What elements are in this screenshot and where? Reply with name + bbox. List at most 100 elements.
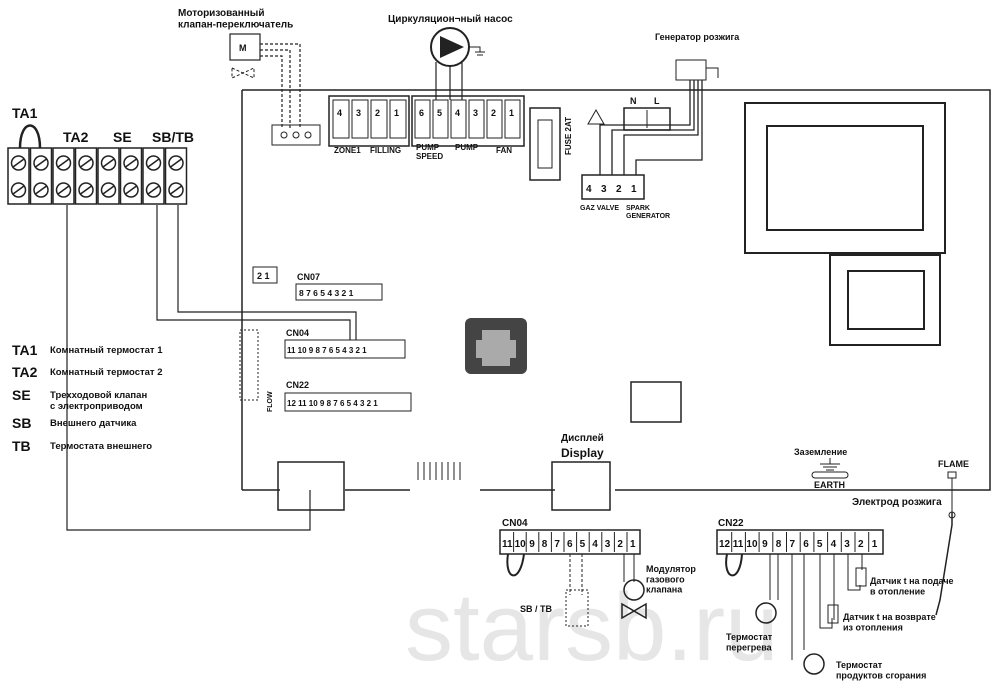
terminal-cell (119, 147, 143, 205)
gaz-valve-connector (581, 174, 645, 200)
top-pin-b-num: 2 (491, 108, 496, 118)
display-window-small (829, 254, 941, 346)
terminal-cell (142, 147, 165, 205)
top-pin-a-num: 3 (356, 108, 361, 118)
bottom-pin: 4 (592, 539, 598, 550)
legend-code: TA2 (12, 364, 38, 380)
flue-thermostat-icon (803, 653, 825, 675)
relay-square (630, 381, 682, 423)
bottom-pin: 8 (542, 539, 548, 550)
sbtb-label: SB/TB (152, 129, 194, 145)
top-pin-b-num: 5 (437, 108, 442, 118)
top-pin-b (486, 99, 503, 139)
bottom-pin: 10 (515, 539, 527, 550)
top-pin-a-num: 2 (375, 108, 380, 118)
bottom-pin: 4 (831, 539, 837, 550)
top-pin-a (389, 99, 407, 139)
terminal-screw-icon (55, 155, 72, 171)
sbtb-bottom-label: SB / TB (520, 604, 553, 614)
terminal-cell (164, 147, 188, 205)
gv-pin: 3 (601, 184, 607, 195)
terminal-screw-icon (33, 182, 49, 198)
top-pin-b (432, 99, 449, 139)
fuse-holder (529, 107, 561, 181)
gv-pin: 4 (586, 184, 592, 195)
zone1-label: ZONE1 (334, 146, 361, 155)
terminal-cell (74, 147, 98, 205)
bottom-pin: 5 (580, 539, 586, 550)
spark-gen-icon (675, 59, 707, 81)
terminal-screw-icon (123, 182, 139, 198)
terminal-screw-icon (78, 182, 94, 198)
bottom-pin: 7 (554, 539, 560, 550)
terminal-screw-icon (123, 155, 139, 171)
legend-desc: Комнатный термостат 1 (50, 345, 163, 356)
terminal-screw-icon (33, 155, 49, 171)
bottom-pin: 2 (858, 539, 864, 550)
fan-label: FAN (496, 146, 512, 155)
top-pin-a (351, 99, 369, 139)
bottom-pin: 3 (844, 539, 850, 550)
bottom-pin: 10 (746, 539, 758, 550)
top-pin-a (370, 99, 388, 139)
ta2-label: TA2 (63, 129, 89, 145)
bottom-pin: 6 (567, 539, 573, 550)
terminal-screw-icon (55, 182, 72, 198)
gv-pin: 1 (631, 184, 637, 195)
top-pin-b-num: 1 (509, 108, 514, 118)
l-label: L (654, 96, 660, 106)
motor-box (229, 33, 261, 61)
bottom-pin: 11 (733, 539, 744, 550)
terminal-screw-icon (10, 155, 27, 171)
earth-ru-label: Заземление (794, 447, 847, 457)
bottom-pin: 7 (790, 539, 796, 550)
bottom-pin: 6 (803, 539, 809, 550)
bottom-pin: 3 (605, 539, 611, 550)
top-pin-a (332, 99, 350, 139)
overheat-thermostat-icon (755, 602, 777, 624)
fuse-label: FUSE 2AT (564, 117, 573, 155)
terminal-cell (52, 147, 75, 205)
earth-en-label: EARTH (814, 480, 845, 490)
cn07-label: CN07 (297, 272, 320, 282)
bottom-pin: 12 (719, 539, 731, 550)
cn04-board-label: CN04 (286, 328, 309, 338)
return-sensor-icon (827, 604, 839, 624)
modulator-icon (623, 579, 645, 601)
left-terminal-strip (7, 147, 188, 205)
legend-code: TB (12, 438, 31, 454)
terminal-screw-icon (78, 155, 94, 171)
se-label: SE (113, 129, 132, 145)
terminal-screw-icon (145, 182, 162, 198)
gv-pin: 2 (616, 184, 622, 195)
motor-m-label: M (239, 43, 247, 53)
top-pin-b-num: 4 (455, 108, 460, 118)
bottom-pin: 2 (617, 539, 623, 550)
ignition-electrode-label: Электрод розжига (852, 497, 942, 508)
ta1-label: TA1 (12, 105, 38, 121)
terminal-screw-icon (100, 155, 117, 171)
bottom-pin: 1 (630, 539, 636, 550)
gaz-valve-label: GAZ VALVE (580, 205, 619, 212)
top-pin-b (450, 99, 467, 139)
display-window-large (744, 102, 946, 254)
legend-code: SE (12, 387, 31, 403)
n-label: N (630, 96, 637, 106)
terminal-screw-icon (10, 182, 27, 198)
bottom-pin: 9 (529, 539, 535, 550)
cn22-bottom-label: CN22 (718, 518, 744, 529)
supply-sensor-icon (855, 567, 867, 587)
filling-label: FILLING (370, 146, 401, 155)
